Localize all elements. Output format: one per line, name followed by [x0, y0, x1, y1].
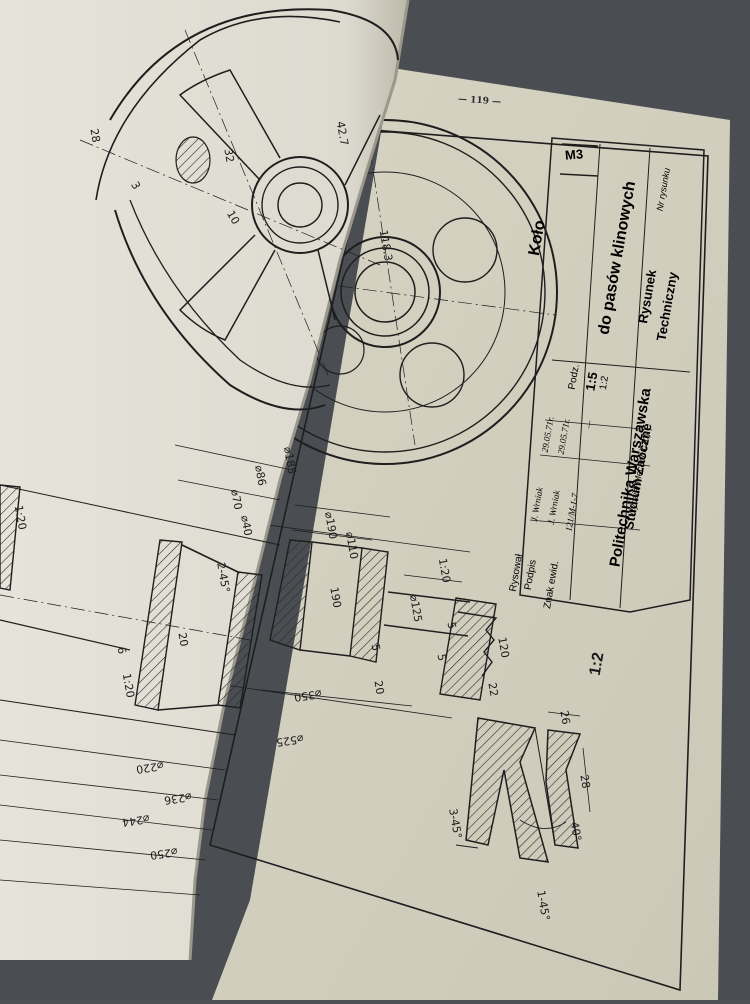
- left-pulley-section: [0, 444, 293, 896]
- dim-d70: ⌀70: [228, 488, 245, 511]
- dim-w20: 20: [371, 679, 387, 696]
- right-page: [212, 68, 730, 1000]
- groove-detail-view: [455, 711, 591, 863]
- dim-d86: ⌀86: [252, 464, 269, 487]
- dim-r32: 32: [221, 147, 237, 164]
- dim-groove-depth: 28: [577, 773, 593, 790]
- dim-r28: 28: [87, 127, 103, 144]
- dim-d40: ⌀40: [238, 514, 255, 537]
- left-page-edge: [188, 0, 410, 961]
- right-pulley-section: [224, 504, 498, 719]
- row-date-record: —: [582, 419, 595, 430]
- dim-len190: 190: [327, 586, 344, 609]
- sheet-format-label: M3: [564, 146, 584, 163]
- dim-w22: 22: [485, 681, 501, 698]
- dim-w120: 120: [495, 636, 512, 659]
- title-block-lines: [519, 137, 705, 613]
- dim-w20: 20: [175, 631, 191, 648]
- left-pulley-front-view: [79, 8, 399, 411]
- dim-angle40: 40°: [567, 820, 584, 843]
- left-page: [0, 0, 408, 960]
- dim-groove-width: 26: [557, 709, 573, 726]
- right-page-frame: [209, 129, 709, 992]
